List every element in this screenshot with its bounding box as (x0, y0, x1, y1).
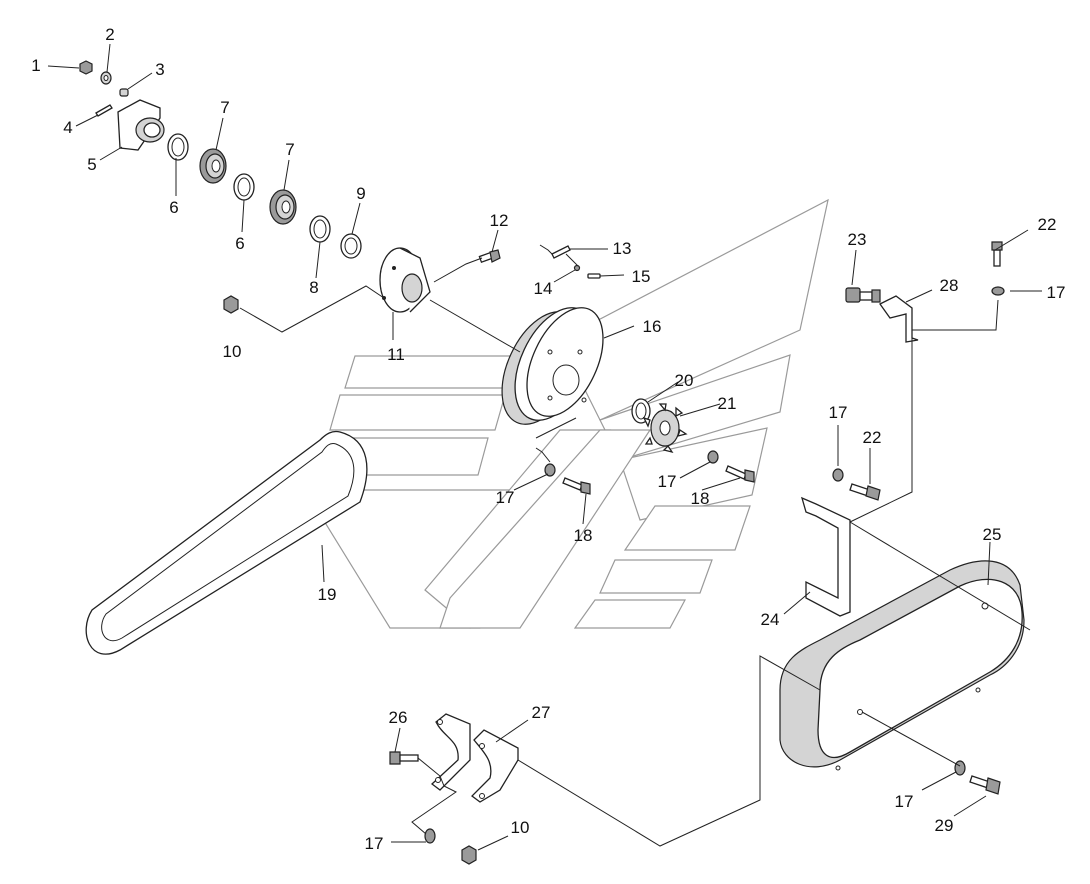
callout-17d: 17 (1047, 283, 1066, 302)
callout-11: 11 (387, 345, 405, 364)
callout-2: 2 (105, 25, 114, 44)
callout-28: 28 (940, 276, 959, 295)
callout-17e: 17 (365, 834, 384, 853)
nut-10a (223, 295, 239, 314)
callout-labels: 1 2 3 4 5 6 6 7 7 8 9 10 10 11 12 13 14 … (31, 25, 1065, 853)
callout-17c: 17 (829, 403, 848, 422)
callout-23: 23 (848, 230, 867, 249)
washer-17e (424, 828, 436, 844)
callout-6b: 6 (235, 234, 244, 253)
pin-3 (119, 88, 129, 97)
bolt-22b (849, 483, 881, 501)
nut-10b (461, 845, 477, 865)
callout-8: 8 (309, 278, 318, 297)
nut-1 (79, 60, 93, 75)
pulley-16 (501, 307, 604, 425)
bracket-27 (430, 713, 519, 803)
callout-6a: 6 (169, 198, 178, 217)
bracket-28 (879, 295, 919, 343)
washer-17b (707, 450, 719, 464)
callout-9: 9 (356, 184, 365, 203)
belt-guard-25 (779, 560, 1025, 771)
callout-1: 1 (31, 56, 40, 75)
callout-17f: 17 (895, 792, 914, 811)
callout-13: 13 (613, 239, 632, 258)
callout-19: 19 (318, 585, 337, 604)
callout-4: 4 (63, 118, 72, 137)
bearing-housing-5 (117, 99, 165, 151)
parts (79, 60, 1025, 865)
fan-21 (642, 403, 688, 454)
washer-17f (954, 760, 966, 776)
callout-7a: 7 (220, 98, 229, 117)
callout-21: 21 (718, 394, 737, 413)
callout-18b: 18 (691, 489, 710, 508)
hub-flange-11 (379, 247, 431, 313)
washer-17a (544, 463, 556, 477)
bolt-26 (389, 751, 419, 765)
washer-17c (832, 468, 844, 482)
callout-10a: 10 (223, 342, 242, 361)
callout-24: 24 (761, 610, 780, 629)
bearing-7b (269, 189, 297, 225)
callout-14: 14 (534, 279, 553, 298)
callout-17a: 17 (496, 488, 515, 507)
callout-12: 12 (490, 211, 509, 230)
watermark-logo (303, 198, 829, 629)
callout-22b: 22 (863, 428, 882, 447)
callout-25: 25 (983, 525, 1002, 544)
callout-17b: 17 (658, 472, 677, 491)
fitting-23 (845, 287, 881, 303)
callout-5: 5 (87, 155, 96, 174)
leader-lines (47, 43, 1042, 851)
callout-10b: 10 (511, 818, 530, 837)
washer-14 (573, 264, 581, 272)
bolt-12 (478, 249, 501, 264)
key-4 (95, 104, 113, 117)
belt-19 (85, 430, 368, 655)
callout-7b: 7 (285, 140, 294, 159)
callout-22a: 22 (1038, 215, 1057, 234)
callout-26: 26 (389, 708, 408, 727)
callout-15: 15 (632, 267, 651, 286)
callout-18a: 18 (574, 526, 593, 545)
bolt-22a (991, 241, 1003, 267)
bolt-29 (969, 775, 1001, 795)
washer-17d (991, 286, 1005, 296)
screw-15 (587, 273, 601, 279)
bolt-18b (725, 465, 755, 483)
bracket-13 (551, 245, 571, 259)
callout-16: 16 (643, 317, 662, 336)
callout-29: 29 (935, 816, 954, 835)
callout-27: 27 (532, 703, 551, 722)
callout-20: 20 (675, 371, 694, 390)
bolt-18a (562, 477, 591, 495)
callout-3: 3 (155, 60, 164, 79)
bearing-7a (199, 148, 227, 184)
bracket-24 (800, 496, 851, 617)
